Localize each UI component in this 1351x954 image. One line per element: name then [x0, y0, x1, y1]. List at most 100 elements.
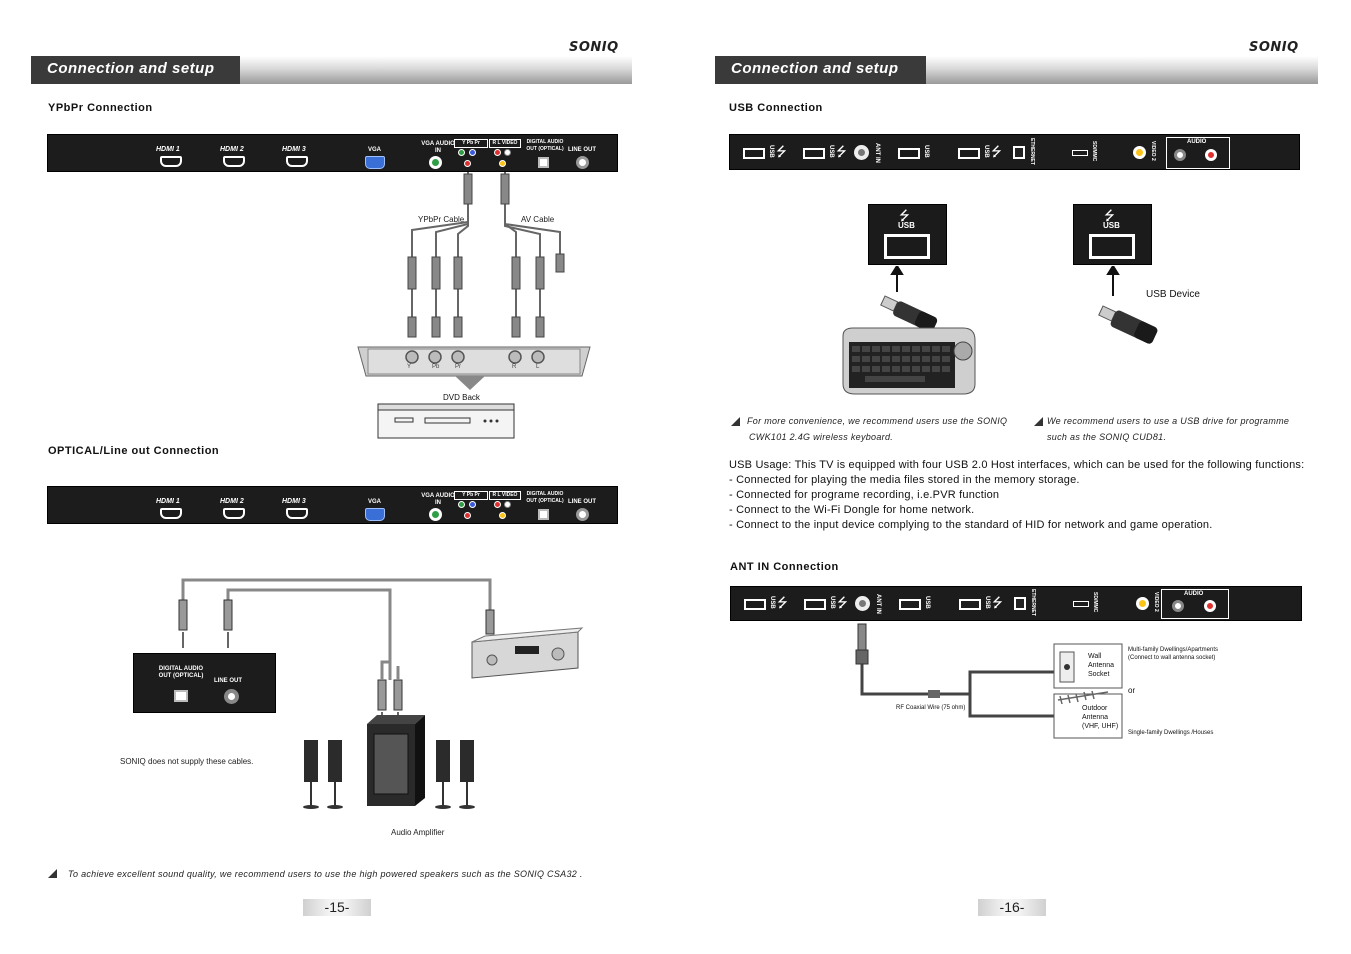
vga-port-icon-2	[365, 508, 385, 521]
page-title-left: Connection and setup	[31, 56, 240, 84]
usb-devices-diagram	[842, 266, 1158, 395]
usb4-symbol-icon-2: ⭍	[992, 595, 1003, 610]
pb-jack-icon-2	[469, 501, 476, 508]
usb-symbol-icon-a: ⭍	[899, 208, 910, 223]
ant-in-heading: ANT IN Connection	[730, 561, 839, 573]
closeup-optical-port-icon	[174, 690, 188, 702]
vga-audio-in-label: VGA AUDIO IN	[421, 141, 455, 154]
usb3-port-icon	[898, 148, 920, 159]
pr-jack-icon	[464, 160, 471, 167]
usb-usage-line: - Connected for programe recording, i.e.…	[729, 489, 1000, 501]
usb2-symbol-icon-2: ⭍	[837, 595, 848, 610]
optical-port-icon	[538, 157, 549, 168]
usb-box-label-a: USB	[898, 221, 915, 230]
av-label: R L VIDEO	[489, 139, 521, 148]
keyboard-note-triangle-icon	[731, 417, 740, 426]
no-cables-note: SONIQ does not supply these cables.	[120, 757, 254, 766]
brand-logo-right: SONIQ	[1249, 40, 1299, 55]
y-jack-icon-2	[458, 501, 465, 508]
dvd-port-r: R	[512, 364, 517, 370]
usb4-label: USB	[983, 145, 989, 158]
ant-in-label: ANT IN	[874, 143, 880, 163]
brand-logo-left: SONIQ	[569, 40, 619, 55]
audio-r2-jack-icon	[1205, 149, 1217, 161]
usb-heading: USB Connection	[729, 102, 823, 114]
usb2-label-2: USB	[829, 596, 835, 609]
hdmi3-port-icon-2	[286, 508, 308, 519]
ant-in-jack-icon	[854, 145, 869, 160]
dvd-port-l: L	[536, 364, 540, 370]
usb3-port-icon-2	[899, 599, 921, 610]
usb1-label-2: USB	[769, 596, 775, 609]
audio-label: AUDIO	[1187, 139, 1207, 145]
digital-audio-out-label-2: DIGITAL AUDIO OUT (OPTICAL)	[526, 491, 564, 504]
usb1-label: USB	[768, 145, 774, 158]
video-jack-icon	[499, 160, 506, 167]
video2-jack-icon	[1133, 146, 1146, 159]
ant-in-jack-icon-2	[855, 596, 870, 611]
component-label-2: Y Pb Pr	[454, 491, 488, 500]
audio-r-jack-icon-2	[494, 501, 501, 508]
hdmi1-label: HDMI 1	[156, 146, 180, 153]
usb4-label-2: USB	[984, 596, 990, 609]
single-family-label: Single-family Dwellings /Houses	[1128, 730, 1214, 736]
audio-l-jack-icon-2	[504, 501, 511, 508]
tv-panel-ypbpr: HDMI 1 HDMI 2 HDMI 3 VGA VGA AUDIO IN Y …	[47, 134, 618, 172]
audio-l-jack-icon	[504, 149, 511, 156]
usb-socket-icon-a	[884, 234, 930, 259]
page-number-right: -16-	[978, 899, 1046, 916]
usb-closeup-drive: ⭍ USB	[1073, 204, 1152, 265]
video2-label: VIDEO 2	[1150, 141, 1156, 161]
usb2-symbol-icon: ⭍	[836, 144, 847, 159]
dvd-port-pb: Pb	[432, 364, 440, 370]
or-label: or	[1128, 686, 1136, 695]
ethernet-label: ETHERNET	[1029, 138, 1035, 165]
drive-note-line2: such as the SONIQ CUD81.	[1047, 432, 1167, 442]
antenna-diagram	[855, 623, 1123, 739]
ethernet-port-icon-2	[1014, 597, 1026, 610]
pr-jack-icon-2	[464, 512, 471, 519]
usb-usage-line: - Connect to the Wi-Fi Dongle for home n…	[729, 504, 975, 516]
usb-symbol-icon-b: ⭍	[1104, 208, 1115, 223]
page-number-left: -15-	[303, 899, 371, 916]
hdmi2-label: HDMI 2	[220, 146, 244, 153]
pb-jack-icon	[469, 149, 476, 156]
usb-device-label: USB Device	[1146, 289, 1200, 300]
vga-audio-jack-icon-2	[429, 508, 442, 521]
usb1-symbol-icon: ⭍	[776, 144, 787, 159]
usb-usage-text: USB Usage: This TV is equipped with four…	[729, 458, 1329, 533]
usb2-port-icon	[803, 148, 825, 159]
video2-jack-icon-2	[1136, 597, 1149, 610]
closeup-digital-audio-out-label: DIGITAL AUDIO OUT (OPTICAL)	[158, 666, 204, 679]
av-label-2: R L VIDEO	[489, 491, 521, 500]
y-jack-icon	[458, 149, 465, 156]
sd-slot-icon	[1072, 150, 1088, 156]
tv-panel-optical: HDMI 1 HDMI 2 HDMI 3 VGA VGA AUDIO IN Y …	[47, 486, 618, 524]
closeup-line-out-label: LINE OUT	[214, 678, 242, 684]
ant-in-label-2: ANT IN	[875, 594, 881, 614]
dvd-back-label: DVD Back	[443, 393, 480, 402]
closeup-line-out-jack-icon	[224, 689, 239, 704]
hdmi3-label: HDMI 3	[282, 146, 306, 153]
usb1-port-icon-2	[744, 599, 766, 610]
usb-usage-line: - Connect to the input device complying …	[729, 519, 1213, 531]
hdmi1-port-icon	[160, 156, 182, 167]
audio-l3-jack-icon	[1172, 600, 1184, 612]
drive-note-line1: We recommend users to use a USB drive fo…	[1047, 416, 1290, 426]
usb-box-label-b: USB	[1103, 221, 1120, 230]
drive-note-triangle-icon	[1034, 417, 1043, 426]
hdmi3-label-2: HDMI 3	[282, 498, 306, 505]
keyboard-note-line1: For more convenience, we recommend users…	[747, 416, 1008, 426]
hdmi1-label-2: HDMI 1	[156, 498, 180, 505]
vga-label: VGA	[368, 147, 382, 153]
tv-panel-usb: USB ⭍ USB ⭍ ANT IN USB USB ⭍ ETHERNET SD…	[729, 134, 1300, 170]
wall-socket-label: Wall Antenna Socket	[1088, 653, 1115, 678]
audio-label-2: AUDIO	[1184, 591, 1204, 597]
usb-closeup-keyboard: ⭍ USB	[868, 204, 947, 265]
optical-diagram	[178, 578, 584, 809]
line-out-label: LINE OUT	[568, 147, 596, 153]
ethernet-port-icon	[1013, 146, 1025, 159]
av-cable-label: AV Cable	[521, 215, 555, 224]
multi-family-label: Multi-family Dwellings/Apartments	[1128, 647, 1219, 653]
dvd-port-y: Y	[407, 364, 412, 370]
